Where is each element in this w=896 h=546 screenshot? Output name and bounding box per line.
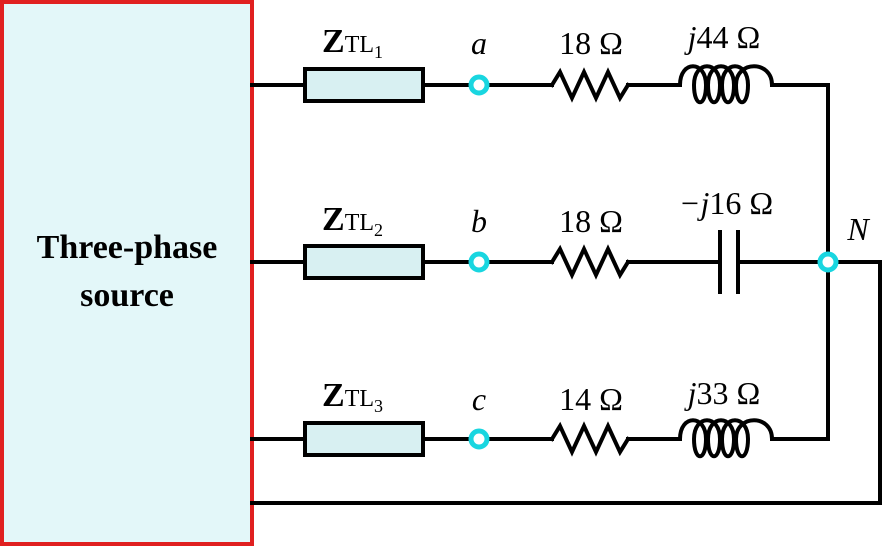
phase-a-line xyxy=(250,64,830,105)
node-c-label: c xyxy=(472,381,486,417)
node-a xyxy=(468,74,490,96)
line-impedance-2-box xyxy=(303,244,425,280)
phase-c-line xyxy=(250,418,830,459)
phase-b-line xyxy=(250,230,822,294)
z-tl1-label: ZTL1 xyxy=(322,23,383,62)
source-label-line2: source xyxy=(80,277,174,314)
node-b-label: b xyxy=(471,203,487,239)
resistor-a xyxy=(549,67,631,103)
z-tl2-label: ZTL2 xyxy=(322,201,383,240)
node-c xyxy=(468,428,490,450)
resistor-b-label: 18 Ω xyxy=(559,203,623,239)
source-label-line1: Three-phase xyxy=(37,229,218,266)
inductor-a xyxy=(677,64,775,105)
resistor-a-label: 18 Ω xyxy=(559,25,623,61)
resistor-c-label: 14 Ω xyxy=(559,381,623,417)
node-n xyxy=(817,251,839,273)
z-tl3-label: ZTL3 xyxy=(322,377,383,416)
inductor-c-label: j33 Ω xyxy=(684,375,761,411)
node-b xyxy=(468,251,490,273)
three-phase-source-block xyxy=(0,0,254,546)
line-impedance-3-box xyxy=(303,421,425,457)
resistor-c xyxy=(549,421,631,457)
resistor-b xyxy=(549,244,631,280)
line-impedance-1-box xyxy=(303,67,425,103)
node-a-label: a xyxy=(471,25,487,61)
inductor-c xyxy=(677,418,775,459)
capacitor-b-label: −j16 Ω xyxy=(679,185,773,221)
inductor-a-label: j44 Ω xyxy=(684,19,761,55)
node-n-label: N xyxy=(846,211,870,247)
